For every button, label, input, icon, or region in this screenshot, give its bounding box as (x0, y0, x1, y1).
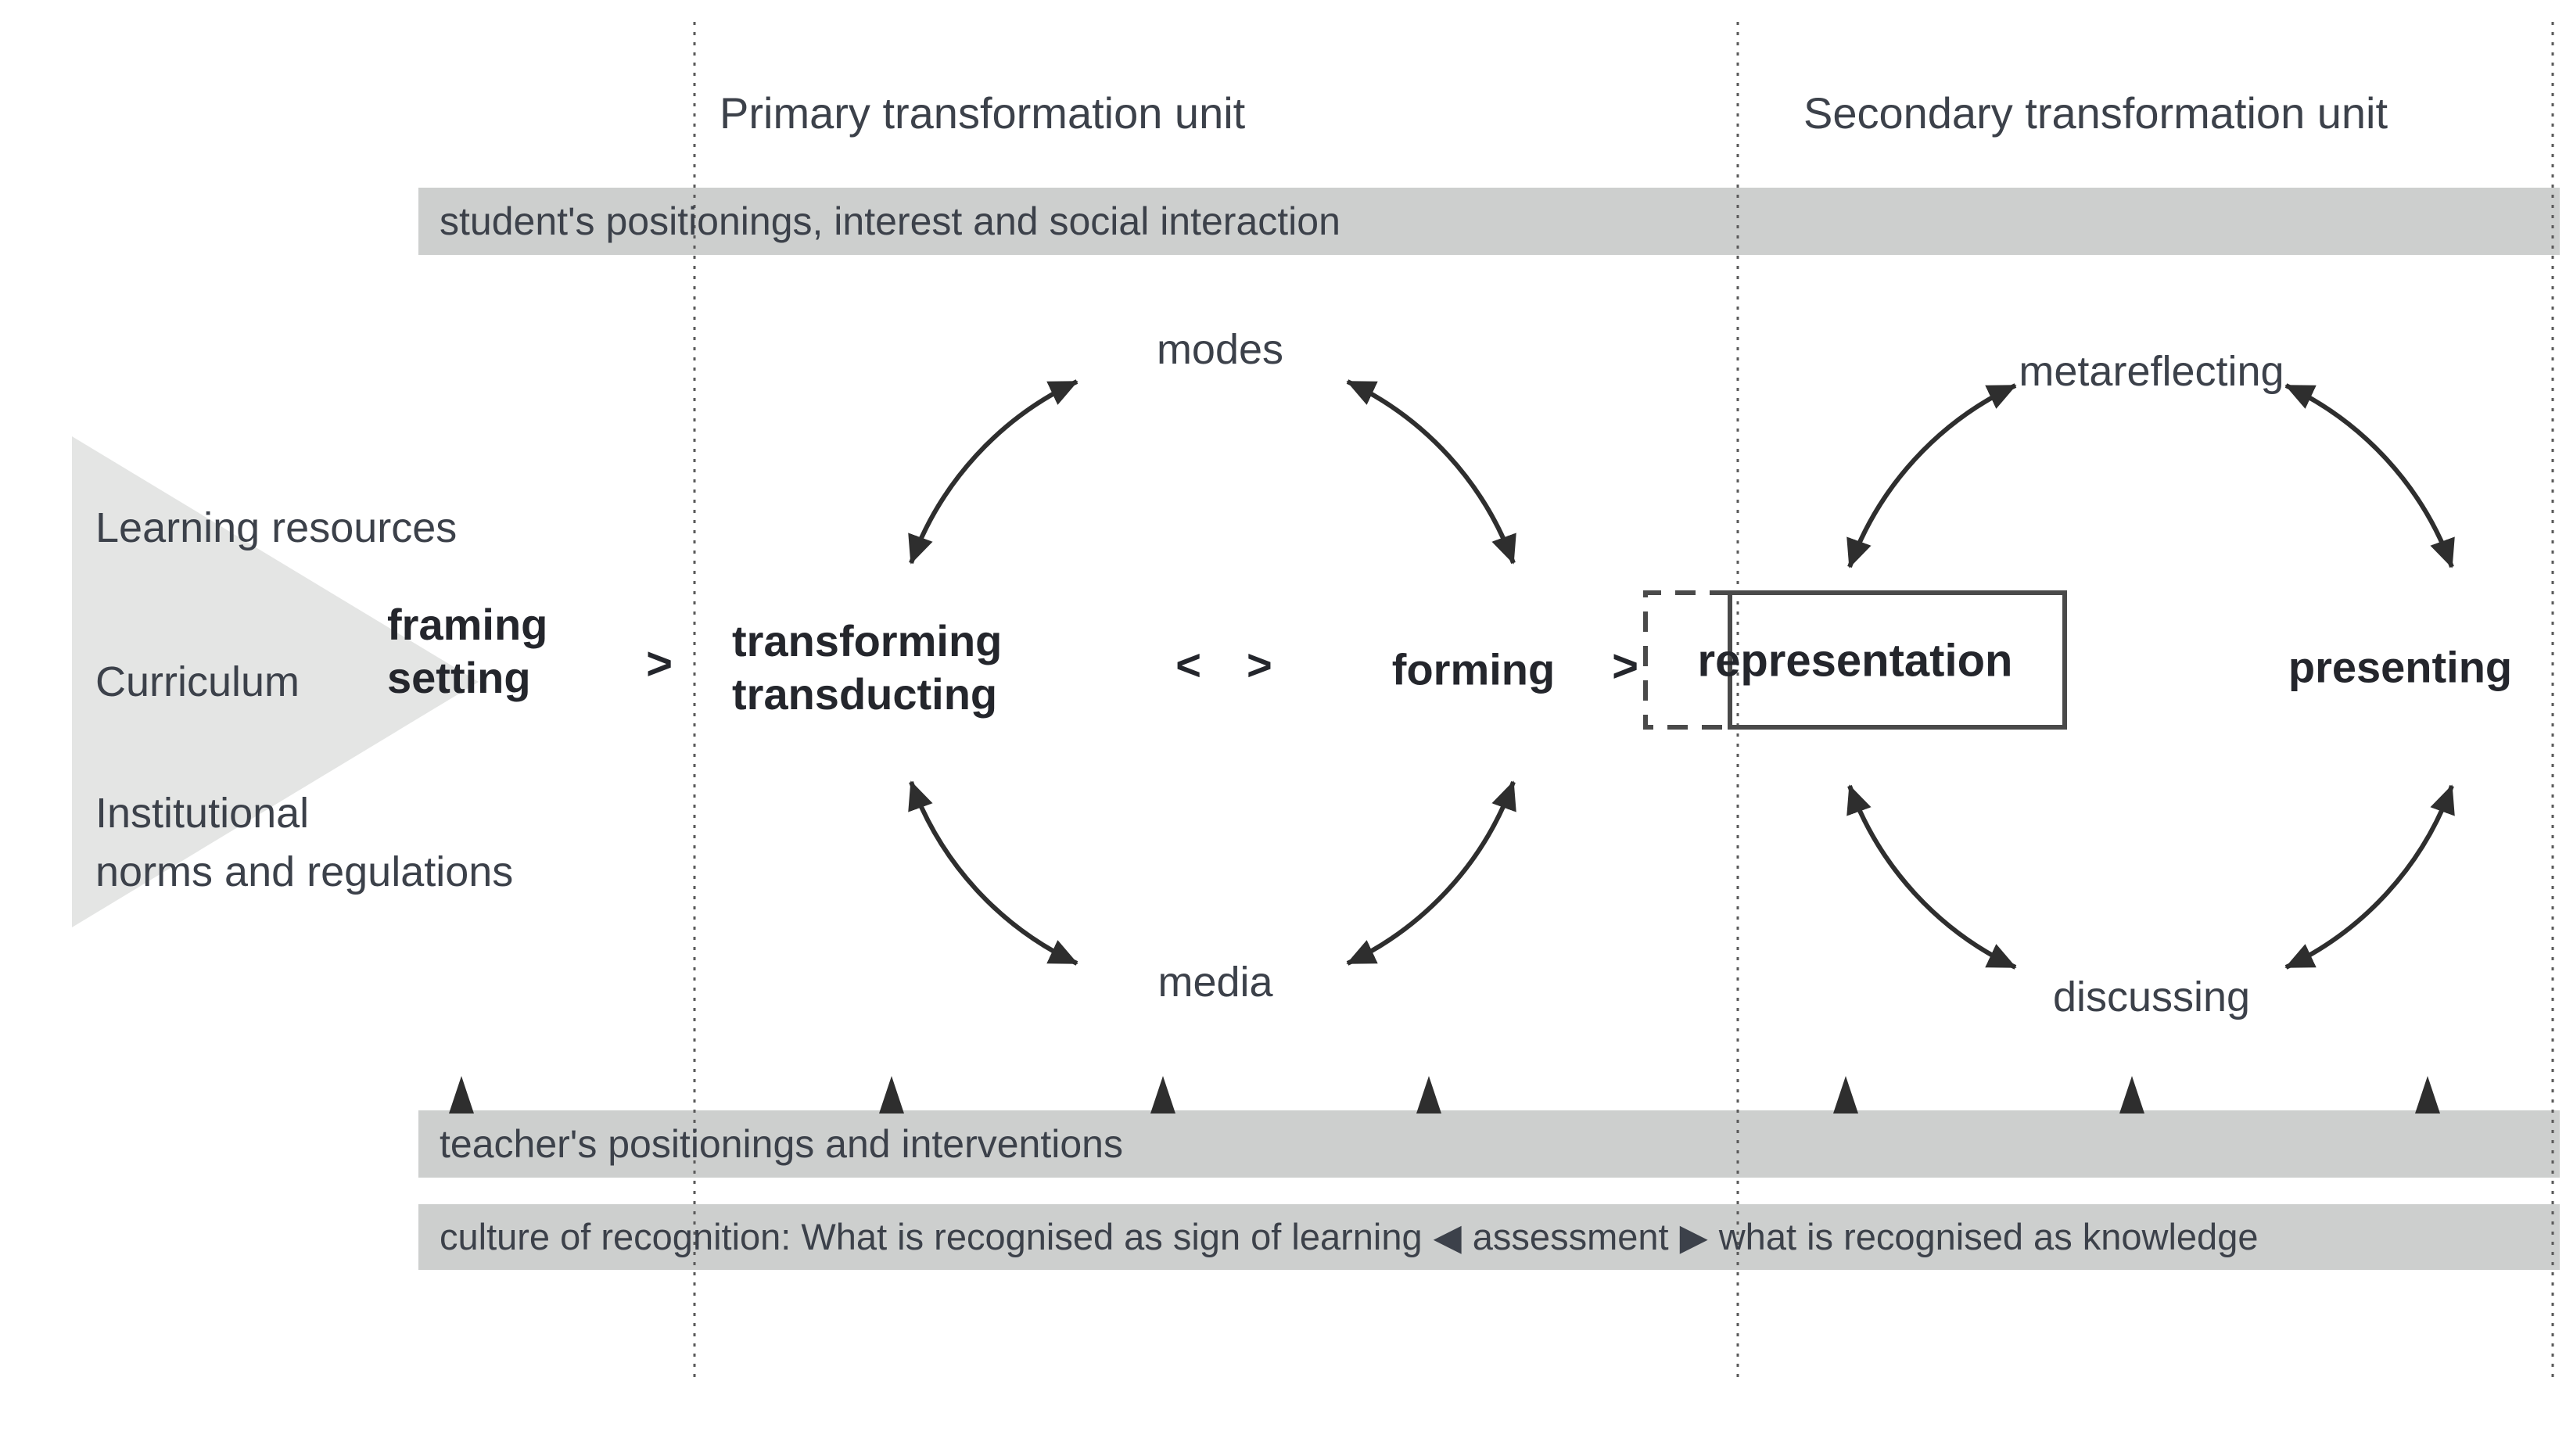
representation-box-dashed-cap (1643, 590, 1730, 730)
teacher-arrow-icon (2415, 1076, 2440, 1114)
teacher-arrow-icon (449, 1076, 474, 1114)
transforming-transducting-node: transforming transducting (732, 615, 1002, 721)
setting-line: setting (387, 653, 531, 702)
chevron-right-icon: > (1247, 640, 1272, 690)
arc-forming-media (1346, 780, 1516, 966)
left-triangle-icon: ◀ (1433, 1216, 1462, 1257)
culture-text-prefix: culture of recognition: What is recognis… (440, 1216, 1423, 1257)
arc-media-transforming (908, 780, 1078, 966)
primary-unit-header: Primary transformation unit (720, 88, 1246, 138)
modes-node: modes (1156, 326, 1284, 373)
teacher-bar-background (418, 1110, 2560, 1178)
chevron-after-forming-icon: > (1612, 640, 1638, 692)
culture-bar-label: culture of recognition: What is recognis… (440, 1204, 2258, 1270)
representation-node: representation (1697, 635, 2013, 687)
culture-text-assessment: assessment (1472, 1216, 1669, 1257)
arc-representation-metareflecting (1846, 383, 2017, 568)
metareflecting-node: metareflecting (2019, 348, 2284, 395)
teacher-arrow-icon (2119, 1076, 2144, 1114)
teacher-arrow-icon (1150, 1076, 1175, 1114)
teacher-arrow-icon (1416, 1076, 1441, 1114)
arc-presenting-discussing (2284, 784, 2455, 970)
transforming-line: transforming (732, 616, 1003, 665)
arc-transforming-modes (908, 379, 1078, 565)
arc-metareflecting-presenting (2284, 383, 2455, 568)
context-learning-resources: Learning resources (95, 504, 458, 551)
exchange-chevrons: < > (1175, 640, 1272, 690)
representation-box (1728, 590, 2067, 730)
student-bar-label: student's positionings, interest and soc… (440, 199, 1340, 243)
chevron-left-icon: < (1175, 640, 1201, 690)
teacher-bar-label: teacher's positionings and interventions (440, 1122, 1123, 1166)
arc-discussing-representation (1846, 784, 2017, 970)
media-node: media (1157, 959, 1273, 1006)
culture-bar-background (418, 1204, 2560, 1270)
context-norms-regulations: norms and regulations (95, 848, 514, 895)
culture-text-suffix: what is recognised as knowledge (1718, 1216, 2259, 1257)
transducting-line: transducting (732, 669, 998, 719)
presenting-node: presenting (2288, 642, 2513, 692)
right-triangle-icon: ▶ (1679, 1216, 1708, 1257)
context-curriculum: Curriculum (95, 658, 300, 705)
teacher-arrow-icon (1833, 1076, 1858, 1114)
teacher-arrow-icon (879, 1076, 904, 1114)
discussing-node: discussing (2052, 974, 2251, 1020)
secondary-unit-header: Secondary transformation unit (1803, 88, 2388, 138)
context-triangle (72, 436, 479, 927)
forming-node: forming (1391, 644, 1556, 694)
arc-modes-forming (1346, 379, 1516, 565)
student-bar-background (418, 188, 2560, 255)
context-institutional: Institutional (95, 790, 310, 837)
framing-setting-node: framing setting (387, 598, 547, 705)
framing-line: framing (387, 600, 548, 649)
chevron-after-framing-icon: > (646, 638, 673, 690)
